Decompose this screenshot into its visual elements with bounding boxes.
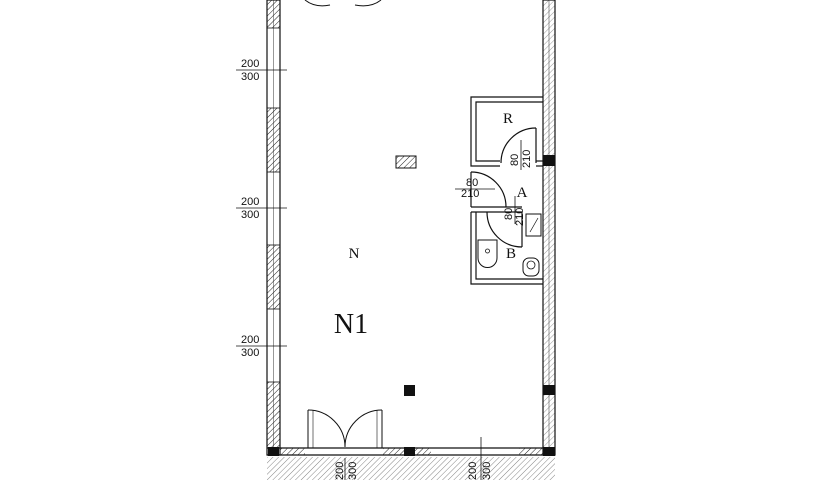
window-dim-bottom: 300	[241, 209, 259, 221]
door-dim-bottom: 210	[521, 150, 533, 168]
room-label-main: N	[349, 246, 360, 262]
door-dim-bottom: 210	[461, 188, 479, 200]
room-label-a: A	[517, 185, 528, 201]
interior-column	[404, 385, 415, 396]
door-dimension-r: 80 210	[509, 140, 533, 170]
bottom-dimension-2: 200 300	[467, 437, 493, 480]
window-dim-top: 200	[241, 196, 259, 208]
bottom-dimension-1: 200 300	[334, 458, 359, 480]
door-dim-top: 80	[503, 208, 515, 220]
door-dim-top: 80	[466, 177, 478, 189]
right-wall-hatch	[543, 0, 555, 448]
room-label-b: B	[506, 246, 516, 262]
window-dim-top: 200	[241, 334, 259, 346]
bottom-dim-right: 300	[481, 462, 493, 480]
window-dim-bottom: 300	[241, 71, 259, 83]
window-dimension-1: 200 300	[236, 58, 287, 83]
bottom-dim-right: 300	[347, 462, 359, 480]
top-door	[304, 0, 382, 7]
door-dimension-b: 80 210	[503, 196, 526, 226]
service-rooms	[470, 96, 543, 285]
entrance-door	[307, 409, 383, 448]
columns	[268, 155, 555, 456]
door-dim-top: 80	[509, 154, 521, 166]
unit-label: N1	[334, 309, 368, 340]
door-dimension-a: 80 210	[455, 177, 495, 200]
left-windows	[266, 0, 281, 449]
shaft	[395, 155, 417, 169]
door-dim-bottom: 210	[514, 208, 526, 226]
bottom-dim-left: 200	[334, 462, 346, 480]
bottom-dim-left: 200	[467, 462, 479, 480]
window-dimension-3: 200 300	[236, 334, 287, 359]
window-dimension-2: 200 300	[236, 196, 287, 221]
window-dim-top: 200	[241, 58, 259, 70]
room-label-r: R	[503, 111, 513, 127]
window-dim-bottom: 300	[241, 347, 259, 359]
